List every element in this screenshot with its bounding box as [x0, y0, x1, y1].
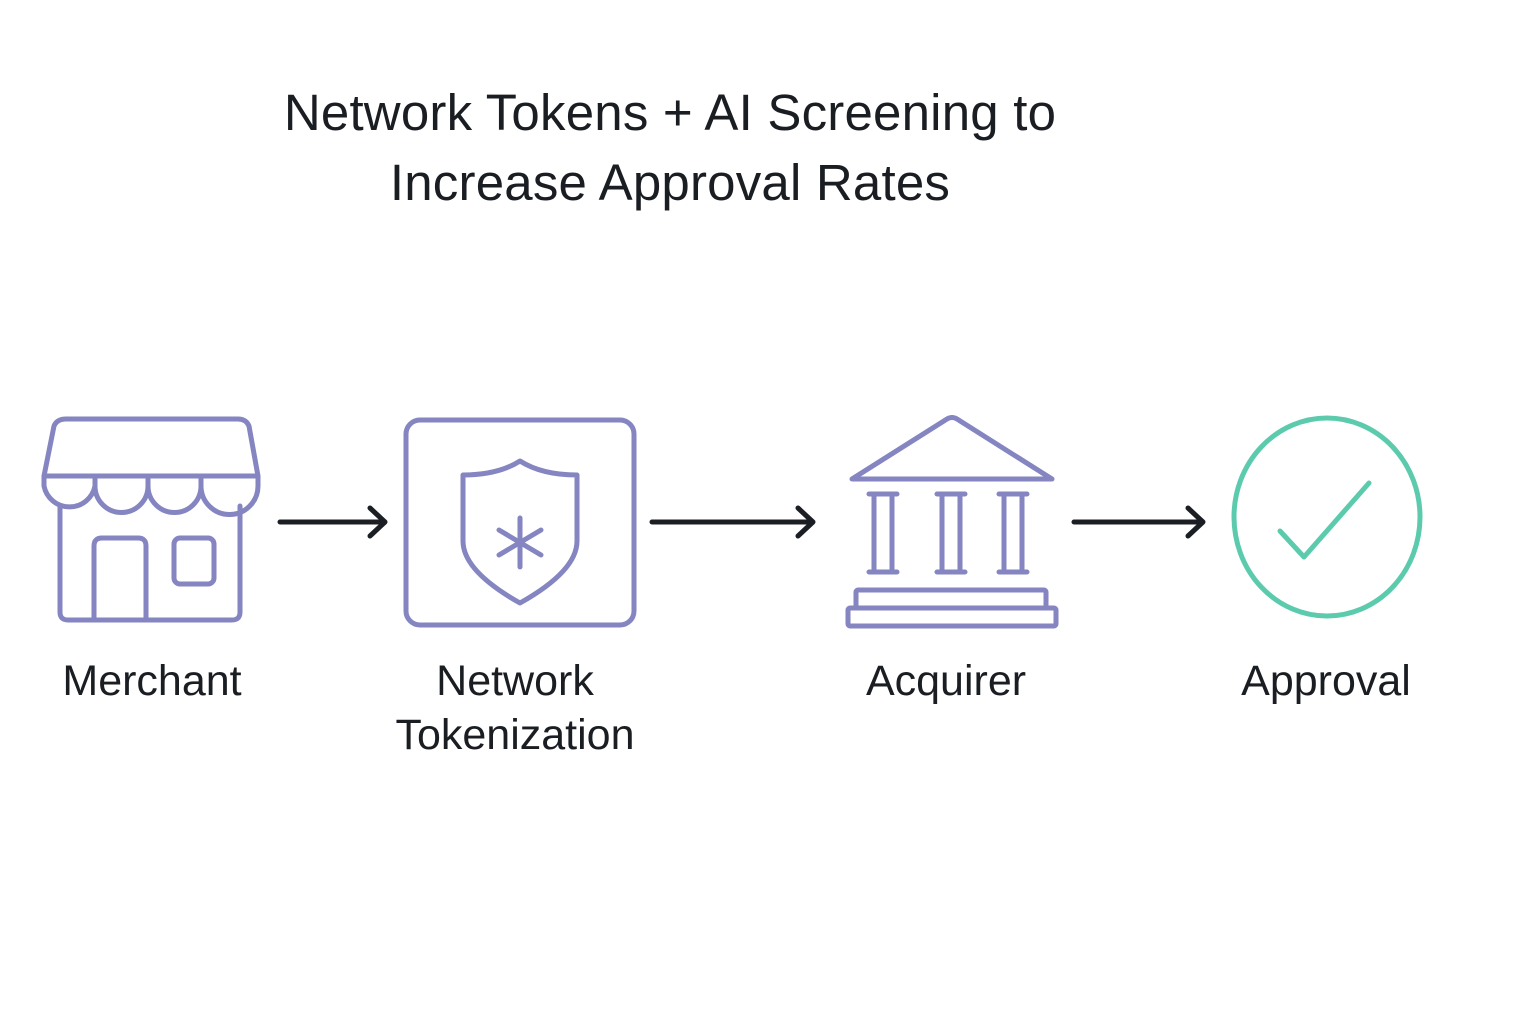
label-line: Network [436, 657, 594, 705]
arrow-right-icon [277, 505, 388, 539]
arrow-right-icon [1071, 505, 1206, 539]
shield-asterisk-icon [403, 417, 637, 628]
label-line: Approval [1241, 657, 1411, 705]
step-label-network-tokenization: Network Tokenization [360, 654, 670, 762]
title-line-2: Increase Approval Rates [389, 154, 951, 211]
label-line: Tokenization [395, 711, 635, 759]
label-line: Merchant [62, 657, 242, 705]
bank-building-icon [845, 415, 1059, 629]
arrow-right-icon [649, 505, 816, 539]
storefront-icon [41, 416, 261, 623]
step-label-approval: Approval [1206, 654, 1446, 708]
diagram-title: Network Tokens + AI Screening to Increas… [150, 78, 1190, 218]
step-label-merchant: Merchant [30, 654, 274, 708]
title-line-1: Network Tokens + AI Screening to [283, 84, 1057, 141]
check-circle-icon [1231, 415, 1423, 619]
step-label-acquirer: Acquirer [826, 654, 1066, 708]
label-line: Acquirer [865, 657, 1027, 705]
